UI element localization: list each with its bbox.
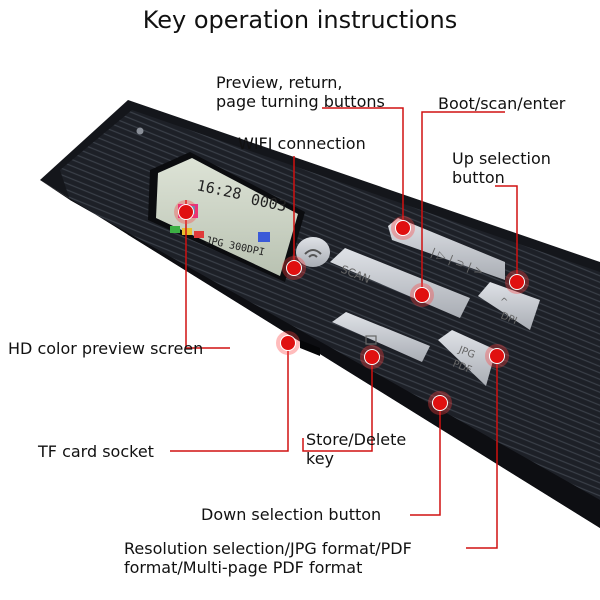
tf-card-slot[interactable] (300, 340, 320, 356)
label-tf-card: TF card socket (38, 442, 154, 461)
page-title: Key operation instructions (142, 6, 458, 34)
marker-resolution (485, 344, 509, 368)
label-resolution: Resolution selection/JPG format/PDF form… (124, 539, 412, 577)
label-boot-scan: Boot/scan/enter (438, 94, 566, 113)
marker-boot (410, 283, 434, 307)
label-preview-screen: HD color preview screen (8, 339, 204, 358)
wifi-button[interactable] (296, 237, 330, 267)
label-wifi: WIFI connection (238, 134, 366, 153)
marker-preview (391, 216, 415, 240)
label-up-selection: Up selection button (452, 149, 551, 187)
marker-tf (276, 331, 300, 355)
marker-store (360, 345, 384, 369)
lcd-folder-icon (258, 232, 270, 242)
format-button[interactable]: JPG PDF (438, 330, 496, 386)
callout-lines (170, 107, 518, 549)
marker-wifi (282, 256, 306, 280)
marker-screen (174, 200, 198, 224)
svg-text:^: ^ (500, 297, 508, 308)
label-preview-buttons: Preview, return, page turning buttons (216, 73, 385, 111)
preview-screen: 16:28 0003 JPG 300DPI (148, 152, 305, 282)
marker-down (428, 391, 452, 415)
status-led-icon (136, 127, 144, 135)
marker-up (505, 270, 529, 294)
label-store-delete: Store/Delete key (306, 430, 407, 468)
label-down-selection: Down selection button (201, 505, 382, 524)
store-delete-button[interactable] (332, 312, 430, 362)
